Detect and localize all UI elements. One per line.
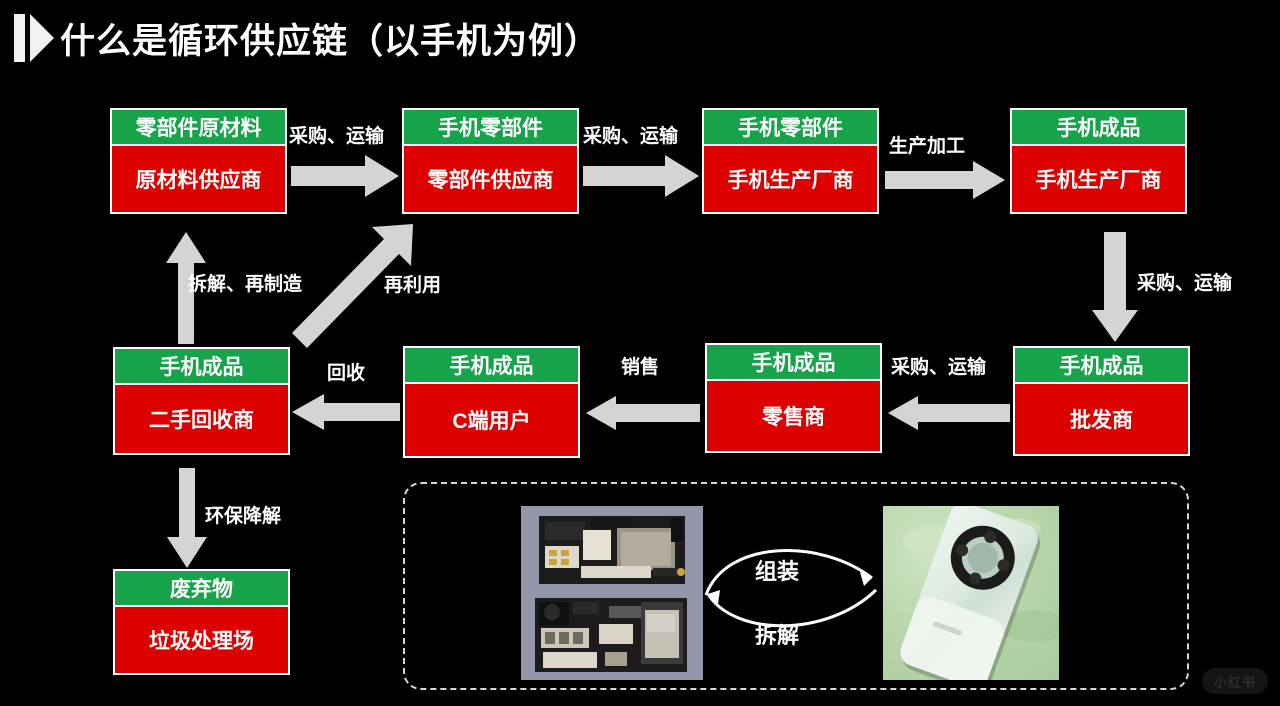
page-title: 什么是循环供应链（以手机为例） (0, 8, 700, 68)
node-head: 废弃物 (115, 571, 288, 607)
node-parts-supplier[interactable]: 手机零部件 零部件供应商 (402, 108, 579, 214)
node-retailer[interactable]: 手机成品 零售商 (705, 343, 882, 453)
node-raw-material-supplier[interactable]: 零部件原材料 原材料供应商 (110, 108, 287, 214)
arrow-label-retail-to-consumer: 销售 (621, 357, 660, 378)
node-wholesaler[interactable]: 手机成品 批发商 (1013, 346, 1190, 456)
play-bar-icon (8, 12, 54, 64)
arrow-label-maker-to-finished: 生产加工 (889, 136, 966, 157)
curve-label-assemble: 组装 (755, 559, 800, 584)
node-body: 二手回收商 (115, 385, 288, 453)
arrow-consumer-to-recycler (292, 394, 400, 430)
arrow-label-wholesale-to-retail: 采购、运输 (891, 357, 987, 378)
node-head: 手机成品 (1015, 348, 1188, 384)
node-head: 手机零部件 (404, 110, 577, 146)
node-body: 原材料供应商 (112, 146, 285, 212)
node-body: 手机生产厂商 (704, 146, 877, 212)
arrow-label-consumer-to-recycler: 回收 (327, 363, 366, 384)
assembly-curves (704, 549, 878, 628)
arrow-finished-to-wholesale (1092, 232, 1138, 342)
arrow-raw-to-parts (291, 155, 399, 197)
curve-label-disassemble: 拆解 (755, 623, 800, 648)
node-waste-disposal[interactable]: 废弃物 垃圾处理场 (113, 569, 290, 675)
node-phone-manufacturer-out[interactable]: 手机成品 手机生产厂商 (1010, 108, 1187, 214)
arrow-wholesale-to-retail (888, 396, 1010, 430)
node-body: 零售商 (707, 381, 880, 451)
arrow-parts-to-maker (583, 155, 699, 197)
page-title-text: 什么是循环供应链（以手机为例） (60, 21, 601, 61)
arrow-label-parts-to-maker: 采购、运输 (583, 126, 679, 147)
node-head: 手机成品 (405, 348, 578, 384)
arrow-recycler-to-parts (285, 222, 420, 352)
node-body: 零部件供应商 (404, 146, 577, 212)
node-body: 垃圾处理场 (115, 607, 288, 673)
arrow-label-recycler-to-parts: 再利用 (384, 275, 442, 296)
node-head: 手机成品 (1012, 110, 1185, 146)
assembly-panel (403, 482, 1189, 690)
node-head: 手机零部件 (704, 110, 877, 146)
arrow-maker-to-finished (885, 161, 1005, 199)
arrow-label-finished-to-wholesale: 采购、运输 (1137, 273, 1233, 294)
arrow-label-recycler-to-raw: 拆解、再制造 (188, 274, 303, 295)
node-body: 批发商 (1015, 384, 1188, 454)
watermark-badge: 小红书 (1202, 668, 1268, 694)
phone-photo (883, 506, 1059, 680)
arrow-label-raw-to-parts: 采购、运输 (289, 126, 385, 147)
node-head: 手机成品 (707, 345, 880, 381)
node-body: 手机生产厂商 (1012, 146, 1185, 212)
node-body: C端用户 (405, 384, 578, 456)
node-head: 零部件原材料 (112, 110, 285, 146)
node-head: 手机成品 (115, 349, 288, 385)
arrow-recycler-to-raw (166, 232, 206, 344)
pcb-photo (521, 506, 703, 680)
arrow-recycler-to-waste (167, 468, 207, 568)
node-consumer[interactable]: 手机成品 C端用户 (403, 346, 580, 458)
arrow-retail-to-consumer (586, 396, 700, 430)
node-phone-manufacturer-in[interactable]: 手机零部件 手机生产厂商 (702, 108, 879, 214)
node-second-hand-recycler[interactable]: 手机成品 二手回收商 (113, 347, 290, 455)
arrow-label-recycler-to-waste: 环保降解 (205, 506, 282, 527)
